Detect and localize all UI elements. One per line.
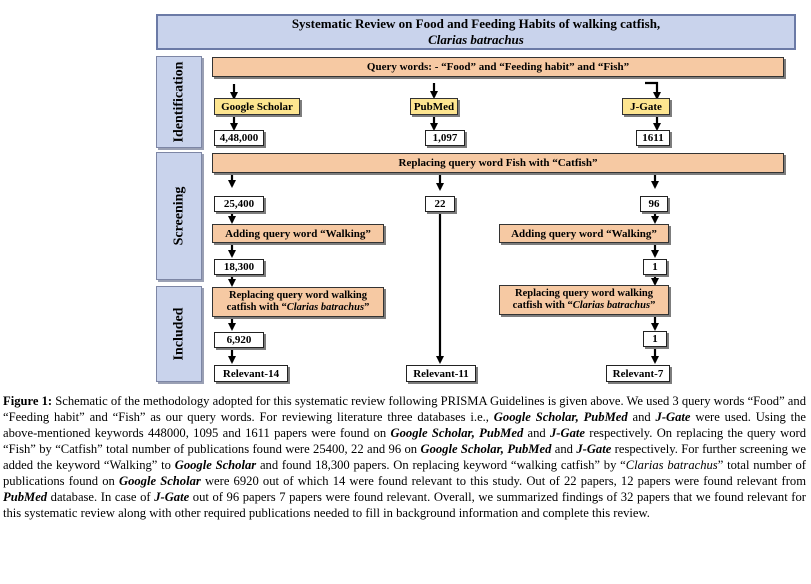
diagram-title: Systematic Review on Food and Feeding Ha… (156, 14, 796, 50)
caption-segment: J-Gate (576, 442, 612, 456)
caption-segment: were 6920 out of which 14 were found rel… (200, 474, 806, 488)
replace-left-line-1: Replacing query word walking (229, 290, 367, 301)
adding-walking-right-box: Adding query word “Walking” (499, 224, 669, 243)
relevant-google: Relevant-14 (214, 365, 288, 382)
title-line-1: Systematic Review on Food and Feeding Ha… (291, 16, 661, 31)
stage-screening: Screening (156, 152, 202, 280)
caption-segment: were used. Using the above-mentioned key… (3, 410, 807, 440)
caption-segment: PubMed (3, 490, 48, 504)
stage-included-label: Included (171, 307, 187, 361)
replace-right-prefix: catfish with “ (512, 300, 573, 311)
count-pubmed-identification: 1,097 (425, 130, 465, 146)
count-jgate-screening: 96 (640, 196, 668, 212)
adding-walking-left-box: Adding query word “Walking” (212, 224, 384, 243)
arrow-query-to-jgate (645, 81, 661, 100)
title-line-2: Clarias batrachus (428, 32, 524, 47)
replace-right-line-1: Replacing query word walking (515, 288, 653, 299)
arrow-replace-to-left (228, 170, 244, 188)
flow-connectors (228, 81, 661, 364)
relevant-jgate: Relevant-7 (606, 365, 670, 382)
caption-segment: and (523, 426, 550, 440)
caption-body: Schematic of the methodology adopted for… (3, 394, 806, 520)
caption-segment: J-Gate (550, 426, 585, 440)
count-jgate-after-adding: 1 (643, 259, 667, 275)
caption-segment: Clarias batrachus (625, 458, 718, 472)
replace-left-species: Clarias batrachus (286, 302, 365, 313)
replace-walking-catfish-right-box: Replacing query word walking catfish wit… (499, 285, 669, 315)
count-pubmed-screening: 22 (425, 196, 455, 212)
database-google-scholar: Google Scholar (214, 98, 300, 115)
database-jgate: J-Gate (622, 98, 670, 115)
replace-right-line-2: catfish with “Clarias batrachus” (513, 300, 656, 312)
caption-segment: J-Gate (655, 410, 691, 424)
caption-segment: J-Gate (154, 490, 190, 504)
caption-segment: respectively. On replacing the query wor… (3, 426, 807, 456)
database-pubmed: PubMed (410, 98, 458, 115)
figure-caption: Figure 1: Schematic of the methodology a… (3, 393, 806, 521)
arrow-replace-to-right (634, 170, 659, 189)
stage-identification: Identification (156, 56, 202, 148)
caption-segment: Google Scholar, PubMed (390, 426, 524, 440)
caption-segment: Google Scholar, PubMed (420, 442, 552, 456)
replace-left-suffix: ” (364, 302, 370, 313)
replace-right-species: Clarias batrachus (572, 300, 651, 311)
caption-segment: Google Scholar (174, 458, 257, 472)
replace-fish-box: Replacing query word Fish with “Catfish” (212, 153, 784, 173)
caption-segment: and (551, 442, 577, 456)
count-google-screening: 25,400 (214, 196, 264, 212)
stage-screening-label: Screening (171, 186, 187, 246)
caption-segment: Google Scholar, PubMed (493, 410, 628, 424)
query-words-box: Query words: - “Food” and “Feeding habit… (212, 57, 784, 77)
count-jgate-identification: 1611 (636, 130, 670, 146)
caption-label: Figure 1: (3, 394, 53, 408)
stage-identification-label: Identification (171, 61, 187, 143)
caption-segment: Google Scholar (118, 474, 201, 488)
count-jgate-included: 1 (643, 331, 667, 347)
replace-left-prefix: catfish with “ (226, 302, 287, 313)
caption-segment: and (627, 410, 656, 424)
stage-included: Included (156, 286, 202, 382)
relevant-pubmed: Relevant-11 (406, 365, 476, 382)
count-google-included: 6,920 (214, 332, 264, 348)
caption-segment: ” total number of publications found on (3, 458, 806, 488)
replace-right-suffix: ” (650, 300, 656, 311)
count-google-identification: 4,48,000 (214, 130, 264, 146)
replace-walking-catfish-left-box: Replacing query word walking catfish wit… (212, 287, 384, 317)
caption-segment: and found 18,300 papers. On replacing ke… (256, 458, 626, 472)
replace-left-line-2: catfish with “Clarias batrachus” (227, 302, 370, 314)
count-google-after-adding: 18,300 (214, 259, 264, 275)
caption-segment: Schematic of the methodology adopted for… (3, 394, 806, 424)
caption-segment: respectively. For further screening we a… (3, 442, 806, 472)
caption-segment: out of 96 papers 7 papers were found rel… (3, 490, 806, 520)
caption-segment: database. In case of (47, 490, 155, 504)
